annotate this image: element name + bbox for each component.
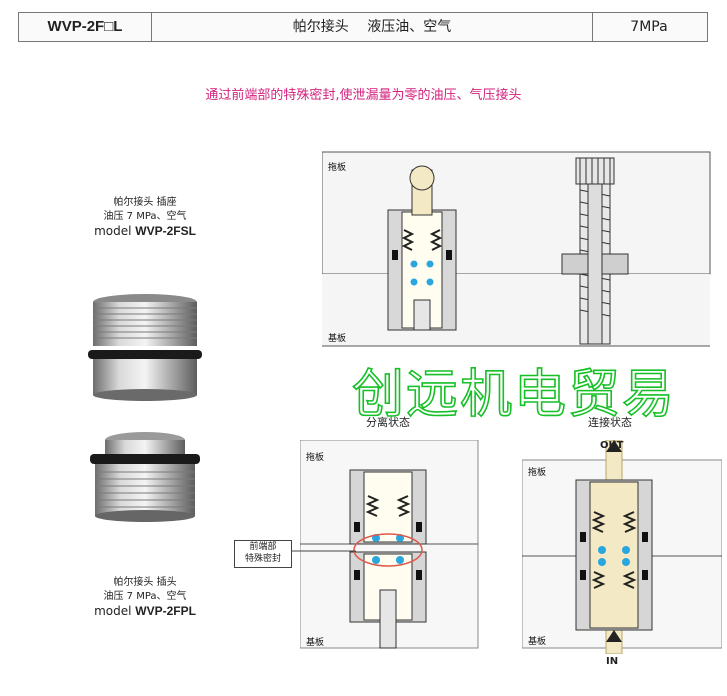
separated-diagram [300, 440, 479, 649]
socket-caption-line1: 帕尔接头 插座 [113, 197, 177, 208]
out-label: OUT [600, 440, 624, 451]
plug-caption: 帕尔接头 插头 油压 7 MPa、空气 model WVP-2FPL [60, 576, 230, 618]
separated-state-label: 分离状态 [366, 416, 410, 429]
base-plate-label-2: 基板 [306, 638, 325, 648]
top-plate-label-1: 拖板 [328, 163, 347, 173]
header-bar: WVP-2F□L 帕尔接头 液压油、空气 7MPa [18, 12, 708, 42]
top-plate-label-2: 拖板 [306, 453, 325, 463]
base-plate-label-1: 基板 [328, 334, 347, 344]
top-plate-label-3: 拖板 [528, 468, 547, 478]
front-seal-line1: 前端部 [249, 542, 277, 552]
front-seal-leader [290, 550, 356, 552]
product-photos [88, 294, 202, 522]
front-seal-line2: 特殊密封 [244, 554, 281, 564]
watermark-text: 创远机电贸易 [351, 364, 677, 426]
header-pressure: 7MPa [630, 19, 668, 35]
front-seal-callout: 前端部 特殊密封 [234, 540, 292, 568]
top-diagram [322, 150, 712, 350]
connected-diagram [522, 440, 722, 654]
header-description: 帕尔接头 液压油、空气 [151, 13, 593, 41]
plug-model: model WVP-2FPL [94, 604, 196, 618]
socket-caption: 帕尔接头 插座 油压 7 MPa、空气 model WVP-2FSL [60, 196, 230, 238]
plug-photo [90, 432, 200, 522]
header-model: WVP-2F□L [47, 18, 123, 35]
in-label: IN [606, 656, 619, 667]
socket-model: model WVP-2FSL [94, 224, 196, 238]
tagline: 通过前端部的特殊密封,使泄漏量为零的油压、气压接头 [205, 88, 522, 103]
base-plate-label-3: 基板 [528, 637, 547, 647]
plug-caption-line2: 油压 7 MPa、空气 [103, 591, 187, 602]
plug-caption-line1: 帕尔接头 插头 [113, 577, 177, 588]
socket-photo [88, 294, 202, 401]
socket-caption-line2: 油压 7 MPa、空气 [103, 211, 187, 222]
connected-state-label: 连接状态 [588, 416, 632, 429]
